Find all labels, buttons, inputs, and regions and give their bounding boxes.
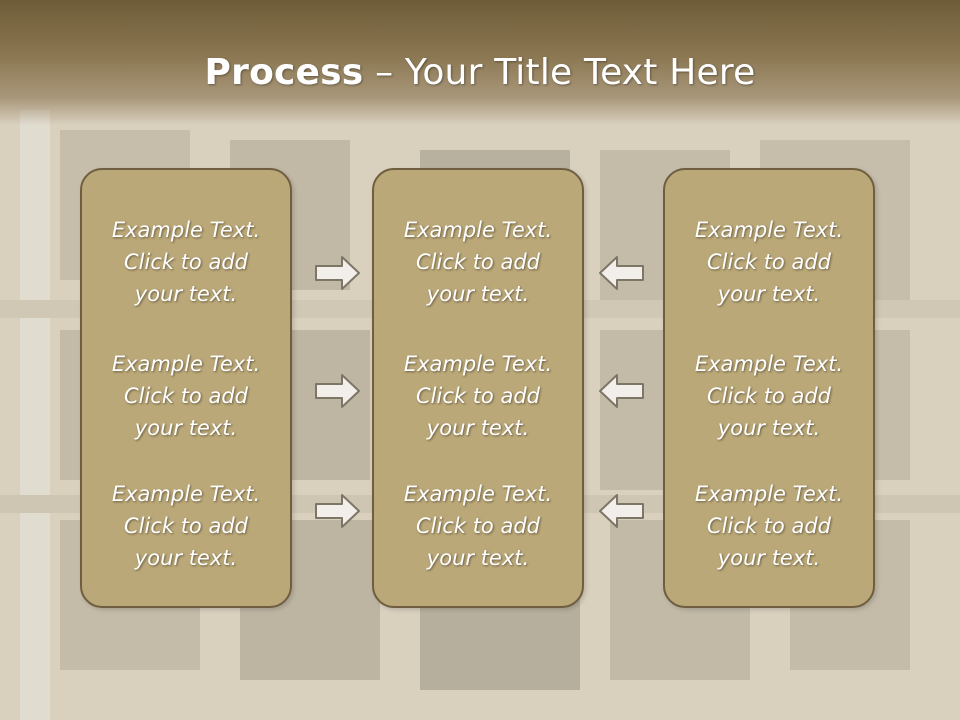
panel-left-text-3[interactable]: Example Text. Click to add your text. xyxy=(82,478,290,574)
text-line: Click to add xyxy=(415,514,540,538)
text-line: Example Text. xyxy=(403,218,553,242)
panel-right[interactable]: Example Text. Click to add your text. Ex… xyxy=(663,168,875,608)
text-line: your text. xyxy=(426,282,530,306)
text-line: Example Text. xyxy=(111,482,261,506)
text-line: your text. xyxy=(717,282,821,306)
text-line: Example Text. xyxy=(111,218,261,242)
text-line: Click to add xyxy=(123,250,248,274)
text-line: Click to add xyxy=(123,384,248,408)
text-line: Example Text. xyxy=(403,482,553,506)
text-line: Example Text. xyxy=(694,352,844,376)
slide-title[interactable]: Process – Your Title Text Here xyxy=(0,52,960,93)
title-bold: Process xyxy=(204,52,364,93)
text-line: Example Text. xyxy=(403,352,553,376)
panel-right-text-3[interactable]: Example Text. Click to add your text. xyxy=(665,478,873,574)
text-line: your text. xyxy=(134,282,238,306)
panel-right-text-2[interactable]: Example Text. Click to add your text. xyxy=(665,348,873,444)
text-line: your text. xyxy=(717,546,821,570)
panel-left-text-1[interactable]: Example Text. Click to add your text. xyxy=(82,214,290,310)
panel-center-text-3[interactable]: Example Text. Click to add your text. xyxy=(374,478,582,574)
panel-left[interactable]: Example Text. Click to add your text. Ex… xyxy=(80,168,292,608)
text-line: Click to add xyxy=(706,250,831,274)
title-bar xyxy=(0,0,960,125)
arrow-left-icon xyxy=(599,374,644,408)
text-line: your text. xyxy=(134,546,238,570)
panel-center-text-1[interactable]: Example Text. Click to add your text. xyxy=(374,214,582,310)
panel-center-text-2[interactable]: Example Text. Click to add your text. xyxy=(374,348,582,444)
text-line: your text. xyxy=(426,416,530,440)
text-line: your text. xyxy=(134,416,238,440)
arrow-left-icon xyxy=(599,256,644,290)
title-rest: – Your Title Text Here xyxy=(363,52,756,93)
arrow-left-icon xyxy=(599,494,644,528)
panel-center[interactable]: Example Text. Click to add your text. Ex… xyxy=(372,168,584,608)
arrow-right-icon xyxy=(315,374,360,408)
text-line: Click to add xyxy=(415,384,540,408)
arrow-right-icon xyxy=(315,256,360,290)
text-line: Click to add xyxy=(706,514,831,538)
panel-right-text-1[interactable]: Example Text. Click to add your text. xyxy=(665,214,873,310)
text-line: Click to add xyxy=(706,384,831,408)
text-line: Example Text. xyxy=(111,352,261,376)
text-line: your text. xyxy=(717,416,821,440)
text-line: Example Text. xyxy=(694,218,844,242)
panel-left-text-2[interactable]: Example Text. Click to add your text. xyxy=(82,348,290,444)
text-line: Click to add xyxy=(123,514,248,538)
text-line: Click to add xyxy=(415,250,540,274)
text-line: Example Text. xyxy=(694,482,844,506)
text-line: your text. xyxy=(426,546,530,570)
arrow-right-icon xyxy=(315,494,360,528)
